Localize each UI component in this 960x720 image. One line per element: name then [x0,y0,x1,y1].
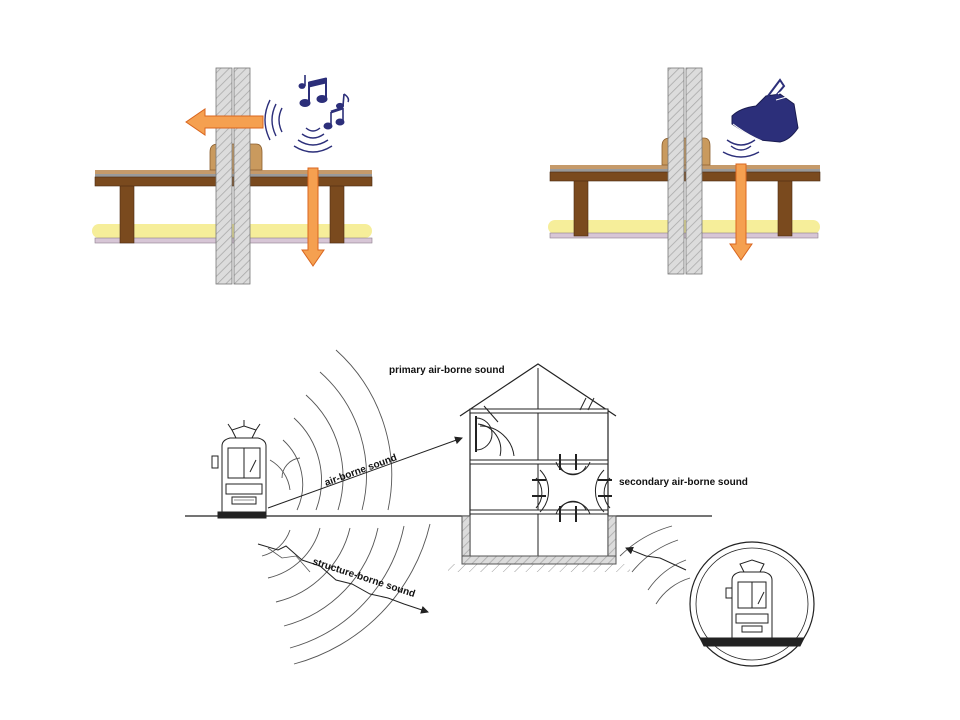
tunnel-with-tram [689,541,815,667]
floor-mid-layer [95,174,372,177]
floor-board [94,176,373,187]
wall-left-leaf-2 [667,67,685,275]
joist-left-2 [573,179,589,237]
floor-mid-layer-2 [550,169,820,172]
transmission-arrow-horizontal [185,108,264,136]
joist-right-2 [777,179,793,237]
house [448,363,630,572]
ceiling-board [94,237,373,244]
airborne-wave-arcs [269,349,393,511]
wall-right-leaf-2 [685,67,703,275]
label-primary-airborne: primary air-borne sound [389,365,505,376]
label-structure-borne: structure-borne sound [311,556,416,600]
structure-borne-arrow [257,543,429,614]
transmission-arrow-vertical [301,167,325,267]
impact-floor-detail [548,67,821,275]
floor-board-2 [549,171,821,182]
sound-wave-icon [264,99,333,153]
label-airborne: air-borne sound [323,452,398,488]
wall-left-leaf [215,67,233,285]
music-notes-icon [298,75,350,130]
propagation-diagram [185,349,815,667]
airborne-arrow [267,436,463,509]
wall-right-leaf [233,67,251,285]
tunnel-arrow [625,546,687,571]
tunnel-wave-arcs [619,525,691,605]
impact-wave-icon [722,139,760,158]
label-secondary-airborne: secondary air-borne sound [619,477,748,488]
joist-left [119,184,135,244]
joist-right [329,184,345,244]
floor-top-layer [95,170,372,174]
structure-wave-arcs [261,523,431,665]
impact-arrow-vertical [729,163,753,261]
airborne-floor-detail [92,67,373,285]
tram-icon [211,420,267,519]
shoe-icon [731,78,799,143]
floor-top-layer-2 [550,165,820,169]
